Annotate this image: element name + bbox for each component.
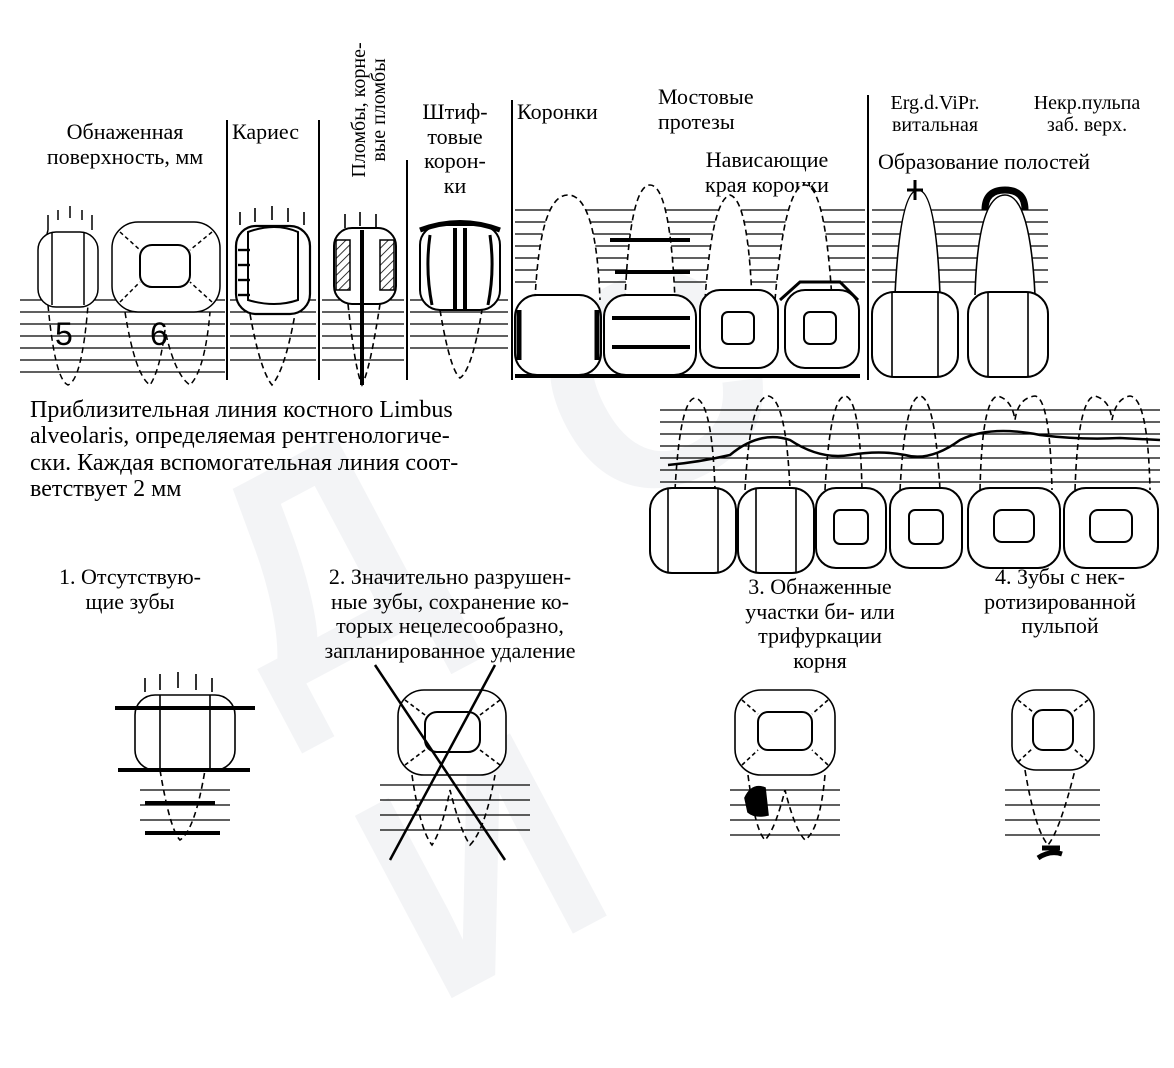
vitality-teeth	[872, 180, 1048, 377]
legend-symbol-missing	[115, 672, 255, 840]
caries-tooth	[230, 206, 316, 385]
legend-symbol-extraction	[375, 665, 530, 860]
pin-crown-tooth	[410, 223, 508, 379]
legend-symbol-furcation	[730, 690, 840, 840]
filling-tooth	[322, 212, 404, 385]
exposed-surface-teeth	[20, 206, 225, 385]
legend-symbol-necrotic	[1005, 690, 1100, 858]
tooth-number-6: 6	[150, 316, 168, 352]
tooth-number-5: 5	[55, 316, 73, 352]
limbus-example-teeth	[650, 396, 1160, 573]
crowns-bridges	[515, 185, 865, 376]
dental-chart-drawing: 5 6	[0, 0, 1174, 865]
